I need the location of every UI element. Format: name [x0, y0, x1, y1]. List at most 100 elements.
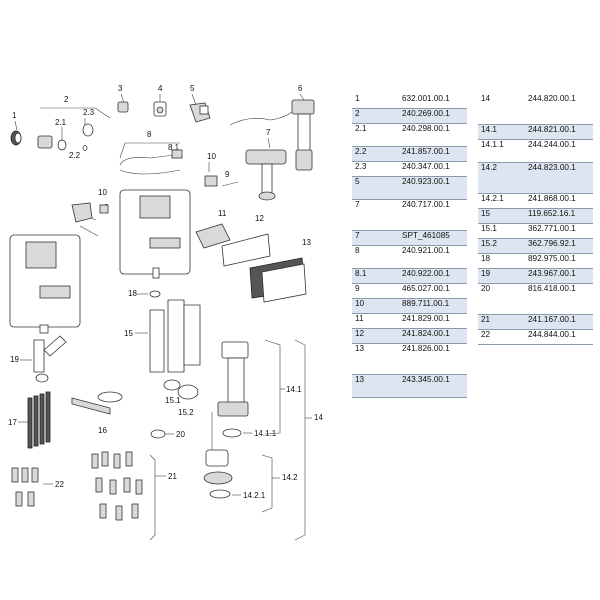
part-7-fill-valve [245, 149, 287, 201]
callout-19: 19 [10, 355, 19, 364]
part-11-plate [195, 223, 231, 249]
part-article-number: 244.844.00.1 [525, 329, 593, 345]
callout-9: 9 [225, 170, 230, 179]
part-article-number: 244.821.00.1 [525, 124, 593, 140]
callout-21: 21 [168, 472, 177, 481]
callout-10a: 10 [207, 152, 216, 161]
callout-2: 2 [64, 95, 69, 104]
part-position: 22 [478, 329, 525, 345]
callout-2-3: 2.3 [83, 108, 95, 117]
part-position: 18 [478, 253, 525, 269]
callout-11: 11 [218, 209, 227, 218]
part-position: 20 [478, 283, 525, 315]
part-10-clip [99, 175, 218, 214]
callout-18: 18 [128, 289, 137, 298]
part-article-number: 362.796.92.1 [525, 238, 593, 254]
part-position: 15 [478, 208, 525, 224]
callout-15: 15 [124, 329, 133, 338]
part-position: 14.2 [478, 162, 525, 194]
part-position: 12 [352, 328, 399, 344]
part-14-1-1-seal [222, 428, 242, 438]
part-position: 2.1 [352, 123, 399, 147]
part-article-number: 244.820.00.1 [525, 94, 593, 125]
part-19-elbow [33, 335, 67, 383]
part-article-number: 465.027.00.1 [399, 283, 467, 299]
callout-13: 13 [302, 238, 311, 247]
part-article-number: 243.967.00.1 [525, 268, 593, 284]
part-position: 14.1.1 [478, 139, 525, 163]
part-article-number: 241.857.00.1 [399, 146, 467, 162]
part-12-frame [221, 233, 271, 267]
callout-3: 3 [118, 84, 123, 93]
callout-2-1: 2.1 [55, 118, 67, 127]
part-14-1-flush-valve [217, 341, 249, 417]
part-position: 7 [352, 230, 399, 246]
callout-14-2-1: 14.2.1 [243, 491, 266, 500]
part-article-number: 241.829.00.1 [399, 313, 467, 329]
part-6-fill-valve [229, 99, 315, 171]
part-position: 13 [352, 374, 399, 398]
part-article-number: 240.347.00.1 [399, 161, 467, 177]
part-position: 2.2 [352, 146, 399, 162]
part-position: 11 [352, 313, 399, 329]
part-article-number: 241.167.00.1 [525, 314, 593, 330]
part-article-number: 241.868.00.1 [525, 193, 593, 209]
callout-10b: 10 [98, 188, 107, 197]
part-cistern-large [9, 234, 81, 334]
callout-6: 6 [298, 84, 303, 93]
part-21-hardware [91, 451, 143, 521]
part-position: 5 [352, 176, 399, 200]
part-article-number: 243.345.00.1 [399, 374, 467, 398]
part-2-valve [37, 123, 94, 151]
part-position: 1 [352, 94, 399, 109]
callout-15-2: 15.2 [178, 408, 194, 417]
part-1-ring [10, 130, 22, 146]
part-position: 2.3 [352, 161, 399, 177]
callout-7: 7 [266, 128, 271, 137]
callout-20: 20 [176, 430, 185, 439]
part-article-number: 240.922.00.1 [399, 268, 467, 284]
part-article-number: 632.001.00.1 [399, 94, 467, 109]
part-position: 13 [352, 343, 399, 375]
callout-4: 4 [158, 84, 163, 93]
part-article-number: 241.824.00.1 [399, 328, 467, 344]
callout-16: 16 [98, 426, 107, 435]
part-16-bracket [71, 391, 123, 415]
part-15-pipe [149, 299, 201, 400]
part-position: 14 [478, 94, 525, 125]
part-article-number: 119.652.16.1 [525, 208, 593, 224]
part-article-number: 240.717.00.1 [399, 199, 467, 231]
part-article-number: SPT_461085 [399, 230, 467, 246]
part-position: 14.1 [478, 124, 525, 140]
part-position: 8 [352, 245, 399, 269]
part-13-panel [249, 257, 307, 303]
part-article-number: 362.771.00.1 [525, 223, 593, 239]
part-14-2-bell [203, 412, 233, 485]
part-position: 7 [352, 199, 399, 231]
part-position: 21 [478, 314, 525, 330]
callout-12: 12 [255, 214, 264, 223]
part-22-hardware [11, 467, 39, 507]
part-article-number: 889.711.00.1 [399, 298, 467, 314]
part-cistern-small [119, 189, 191, 279]
